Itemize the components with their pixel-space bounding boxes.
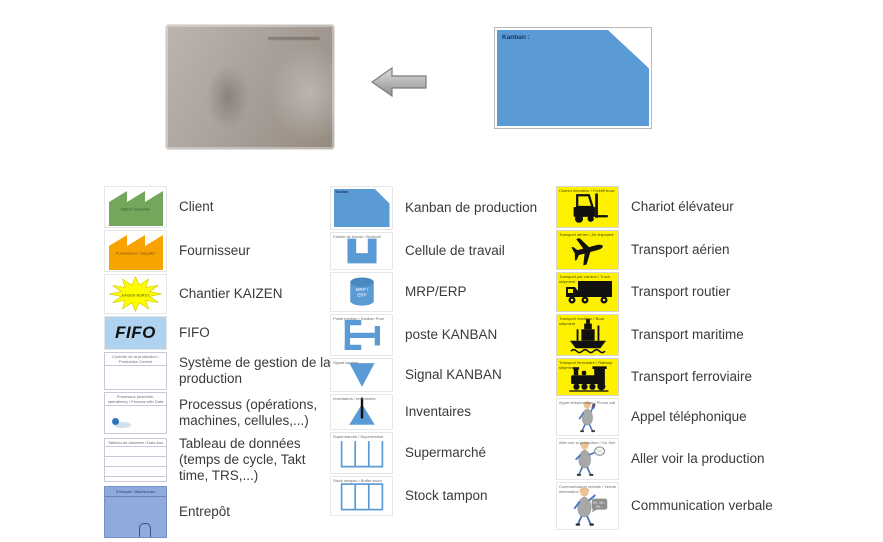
svg-text:Bla...: Bla... xyxy=(596,504,603,508)
legend-label: Tableau de données (temps de cycle, Takt… xyxy=(179,436,306,483)
legend-column-1: Client / customer Client Fournisseur / S… xyxy=(104,186,332,538)
workcell-icon: Cellule de travail / Workcell xyxy=(330,232,393,270)
warehouse-door-icon xyxy=(138,523,151,537)
icon-caption: Entrepôt / Warehouse xyxy=(105,487,166,497)
legend-label: Chariot élévateur xyxy=(631,199,734,214)
kanban-card-drawing: Kanban : xyxy=(494,27,652,129)
legend-row-stock-tampon: Stock tampon / Buffer stock Stock tampon xyxy=(330,476,558,516)
legend-label: Appel téléphonique xyxy=(631,409,747,424)
legend-label: Processus (opérations, machines, cellule… xyxy=(179,397,318,428)
legend-label: MRP/ERP xyxy=(405,284,467,299)
icon-caption: Contrôle de la production / Production C… xyxy=(105,353,166,366)
legend-column-2: Kanban Kanban de production Cellule de t… xyxy=(330,186,558,516)
truck-icon: Transport par camion / Truck shipment xyxy=(556,272,619,312)
go-see-icon: Aller voir la production / Go See xyxy=(556,438,619,480)
svg-text:MRP /: MRP / xyxy=(355,287,368,292)
data-box-icon: Tableau de données / Data box xyxy=(104,438,167,482)
legend-row-aerien: Transport aérien / Air shipment Transpor… xyxy=(556,230,784,270)
supermarket-icon: Supermarché / Supermarket xyxy=(330,432,393,474)
legend-label: Transport aérien xyxy=(631,242,730,257)
legend-label: Stock tampon xyxy=(405,488,488,503)
kanban-card-photo xyxy=(165,24,335,150)
legend-row-supermarche: Supermarché / Supermarket Supermarché xyxy=(330,432,558,474)
legend-label: Kanban de production xyxy=(405,200,538,215)
legend-label: Supermarché xyxy=(405,445,487,460)
legend-row-routier: Transport par camion / Truck shipment Tr… xyxy=(556,272,784,312)
legend-label: Entrepôt xyxy=(179,504,231,519)
legend-column-3: Chariot élévateur / Forklift truck Chari… xyxy=(556,186,784,530)
kanban-post-icon: Poste kanban / Kanban Post xyxy=(330,314,393,356)
inventory-icon: Inventaires / Inventories xyxy=(330,394,393,430)
legend-row-ferroviaire: Transport ferroviaire / Railway shipment… xyxy=(556,358,784,396)
process-dot-icon xyxy=(112,418,119,425)
legend-row-fournisseur: Fournisseur / Supplier Fournisseur xyxy=(104,230,332,272)
fifo-text: FIFO xyxy=(115,323,156,342)
process-box-icon: Processus (machine, opérations) / Proces… xyxy=(104,392,167,434)
kaizen-burst-icon: KAIZEN BURST xyxy=(104,274,167,314)
icon-caption: Kanban xyxy=(335,190,349,194)
forklift-icon: Chariot élévateur / Forklift truck xyxy=(556,186,619,228)
production-control-icon: Contrôle de la production / Production C… xyxy=(104,352,167,390)
legend-row-processus: Processus (machine, opérations) / Proces… xyxy=(104,392,332,434)
kanban-card-label: Kanban : xyxy=(502,34,530,41)
data-box-row xyxy=(105,457,166,467)
legend-row-signal: Signal kanban Signal KANBAN xyxy=(330,358,558,392)
factory-client-icon: Client / customer xyxy=(104,186,167,228)
legend-label: Système de gestion de la production xyxy=(179,355,331,386)
legend-row-fifo: FIFO FIFO xyxy=(104,316,332,350)
legend-row-communication: Communication verbale / Verbal informati… xyxy=(556,482,784,530)
legend-row-telephone: Appel téléphonique / Phone call Appel té… xyxy=(556,398,784,436)
legend-label: Cellule de travail xyxy=(405,243,505,258)
train-icon: Transport ferroviaire / Railway shipment xyxy=(556,358,619,396)
dot-shadow xyxy=(114,422,131,428)
legend-label: poste KANBAN xyxy=(405,327,498,342)
legend-label: Client xyxy=(179,199,214,214)
ship-icon: Transport maritime / Boat shipment xyxy=(556,314,619,356)
mrp-erp-icon: MRP / ERP xyxy=(330,272,393,312)
icon-caption: Processus (machine, opérations) / Proces… xyxy=(105,393,166,406)
legend-row-poste: Poste kanban / Kanban Post poste KANBAN xyxy=(330,314,558,356)
legend-label: Transport routier xyxy=(631,284,731,299)
kanban-card-shape: Kanban : xyxy=(497,30,649,126)
icon-caption: Tableau de données / Data box xyxy=(105,439,166,447)
legend-label: Transport maritime xyxy=(631,327,744,342)
fifo-icon: FIFO xyxy=(104,316,167,350)
svg-text:Bla...Bla...: Bla...Bla... xyxy=(592,501,606,505)
signal-kanban-icon: Signal kanban xyxy=(330,358,393,392)
legend-label: Signal KANBAN xyxy=(405,367,502,382)
legend-row-controle: Contrôle de la production / Production C… xyxy=(104,352,332,390)
data-box-row xyxy=(105,447,166,457)
legend-row-aller-voir: Aller voir la production / Go See Aller … xyxy=(556,438,784,480)
legend-row-kaizen: KAIZEN BURST Chantier KAIZEN xyxy=(104,274,332,314)
legend-row-tableau: Tableau de données / Data box Tableau de… xyxy=(104,436,332,484)
buffer-stock-icon: Stock tampon / Buffer stock xyxy=(330,476,393,516)
legend-label: Communication verbale xyxy=(631,498,773,513)
legend-row-maritime: Transport maritime / Boat shipment Trans… xyxy=(556,314,784,356)
legend-row-cellule: Cellule de travail / Workcell Cellule de… xyxy=(330,232,558,270)
legend-label: Chantier KAIZEN xyxy=(179,286,283,301)
legend-row-mrp: MRP / ERP MRP/ERP xyxy=(330,272,558,312)
factory-supplier-icon: Fournisseur / Supplier xyxy=(104,230,167,272)
legend-label: Inventaires xyxy=(405,404,472,419)
legend-label: Aller voir la production xyxy=(631,451,765,466)
photo-watermark xyxy=(268,37,320,40)
kanban-card-icon: Kanban xyxy=(330,186,393,230)
warehouse-icon: Entrepôt / Warehouse xyxy=(104,486,167,538)
left-arrow-icon xyxy=(370,66,427,98)
legend-label: Fournisseur xyxy=(179,243,251,258)
legend-row-chariot: Chariot élévateur / Forklift truck Chari… xyxy=(556,186,784,228)
phone-call-icon: Appel téléphonique / Phone call xyxy=(556,398,619,436)
verbal-communication-icon: Communication verbale / Verbal informati… xyxy=(556,482,619,530)
airplane-icon: Transport aérien / Air shipment xyxy=(556,230,619,270)
legend-label: FIFO xyxy=(179,325,210,340)
legend-row-client: Client / customer Client xyxy=(104,186,332,228)
data-box-row xyxy=(105,467,166,477)
speech-bubble-icon: Bla...Bla... Bla... xyxy=(591,498,607,513)
legend-label: Transport ferroviaire xyxy=(631,369,753,384)
svg-text:ERP: ERP xyxy=(357,293,366,298)
legend-row-kanban-production: Kanban Kanban de production xyxy=(330,186,558,230)
legend-row-inventaires: Inventaires / Inventories Inventaires xyxy=(330,394,558,430)
legend-row-entrepot: Entrepôt / Warehouse Entrepôt xyxy=(104,486,332,538)
